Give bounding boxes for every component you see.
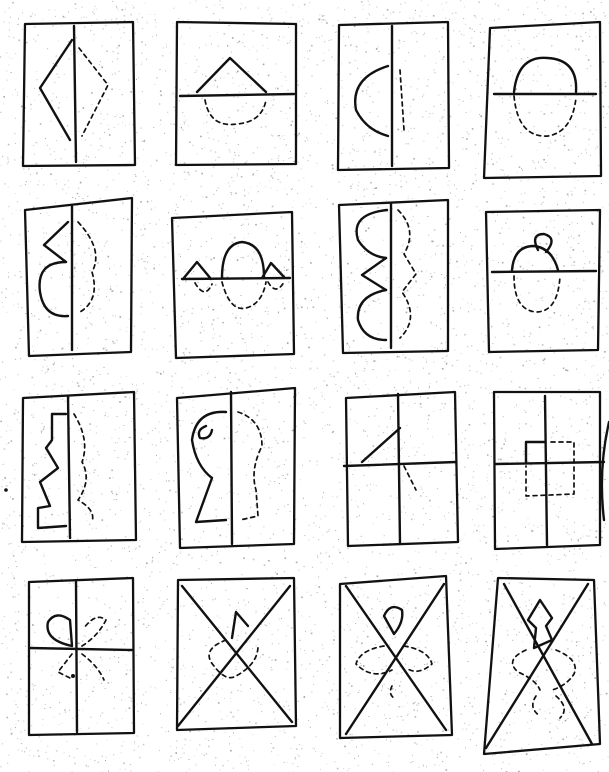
panel-r3c3 <box>344 392 458 546</box>
panel-r1c1 <box>23 22 135 166</box>
panel-r4c4 <box>484 578 600 754</box>
panel-r2c2 <box>172 212 294 358</box>
panel-r4c1 <box>29 578 134 735</box>
panel-r1c2 <box>176 22 296 165</box>
panel-r2c4 <box>486 210 600 352</box>
panel-r3c1 <box>22 392 136 542</box>
panel-r4c3 <box>340 576 452 738</box>
panel-r1c3 <box>338 22 449 170</box>
panel-r2c1 <box>25 198 132 356</box>
margin-dot <box>4 488 8 492</box>
panel-r4c2 <box>177 578 296 730</box>
